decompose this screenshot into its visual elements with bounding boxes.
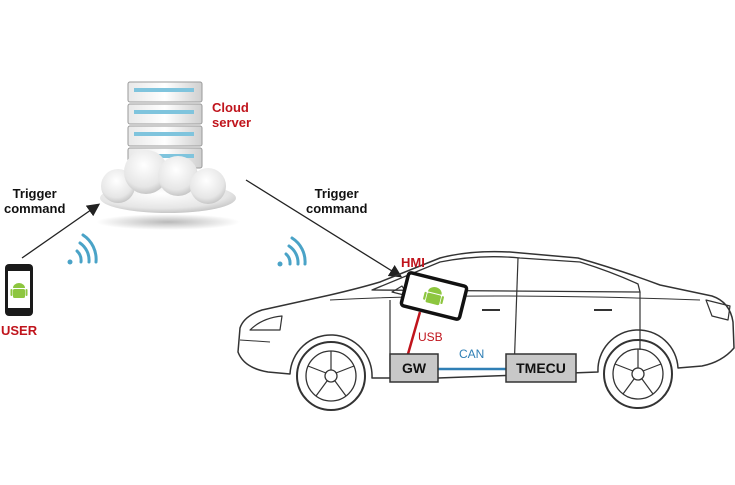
gw-label: GW	[401, 360, 427, 376]
cloud-icon	[96, 150, 240, 230]
wifi-icon	[67, 233, 98, 265]
trigger-right-line2: command	[306, 200, 368, 216]
trigger-right-line1: Trigger	[314, 186, 359, 201]
android-icon	[423, 287, 444, 306]
cloud-server-label-line2: server	[212, 114, 252, 130]
wheel-rear	[603, 339, 673, 409]
tmecu-label: TMECU	[516, 360, 566, 376]
tmecu-box	[505, 353, 577, 383]
trigger-left-line1: Trigger	[12, 186, 57, 201]
gw-box	[389, 353, 439, 383]
wifi-icon	[277, 236, 307, 267]
usb-connection-line	[406, 311, 422, 355]
tablet-icon	[399, 271, 469, 321]
wheel-front	[296, 341, 366, 411]
hmi-label: HMI	[401, 255, 425, 270]
android-icon	[10, 283, 28, 298]
can-label: CAN	[459, 347, 485, 361]
trigger-command-label-right: Trigger command	[306, 186, 368, 217]
usb-label: USB	[418, 330, 443, 344]
trigger-command-label-left: Trigger command	[4, 186, 66, 217]
arrow-cloud-to-hmi	[245, 179, 403, 278]
user-label: USER	[1, 323, 38, 338]
car-icon	[237, 250, 735, 379]
arrow-user-to-cloud	[21, 203, 101, 259]
cloud-server-label: Cloud server	[212, 100, 252, 131]
cloud-server-label-line1: Cloud	[212, 100, 249, 115]
trigger-left-line2: command	[4, 200, 66, 216]
smartphone-icon	[5, 264, 33, 316]
